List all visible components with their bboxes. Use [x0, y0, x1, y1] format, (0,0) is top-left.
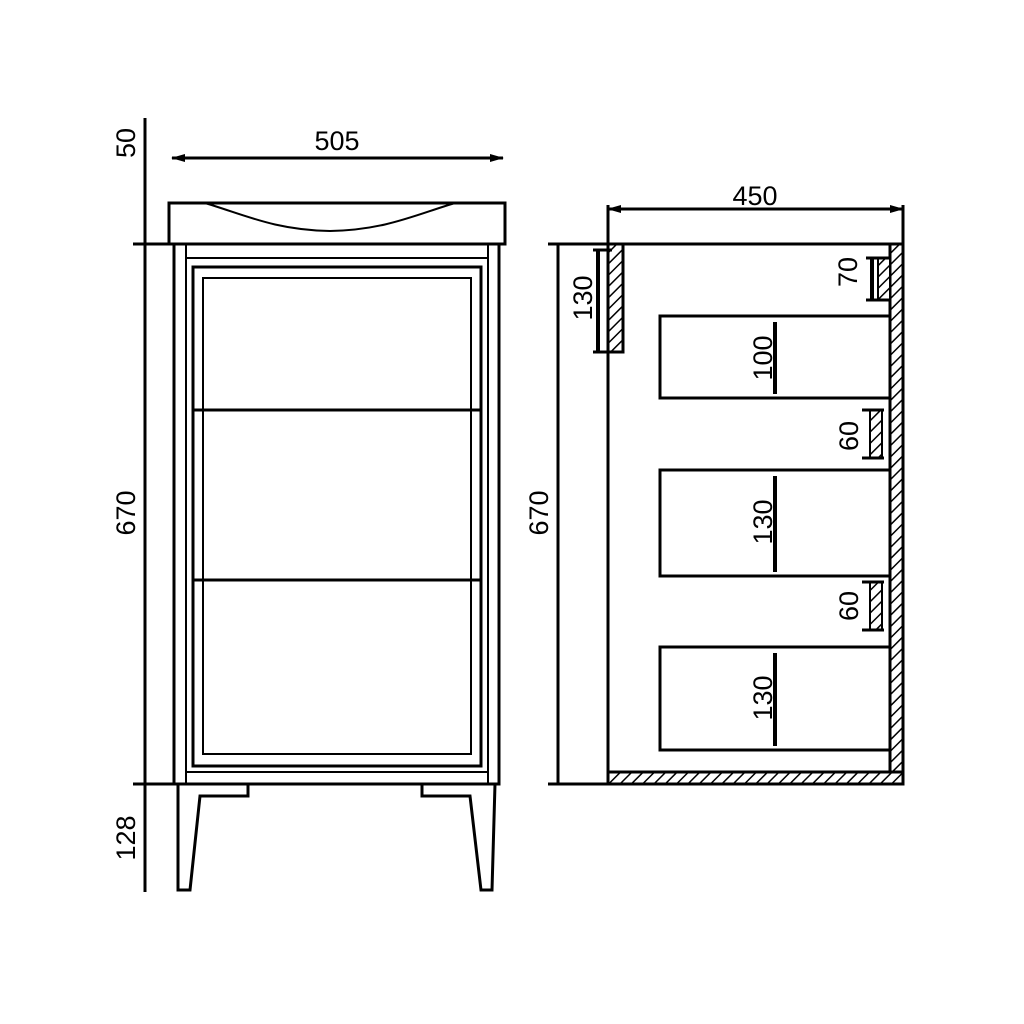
- drawer-3-label: 130: [748, 675, 778, 720]
- leg-right: [420, 783, 497, 892]
- body-height-label: 670: [111, 490, 141, 535]
- drawer-2-label: 130: [748, 499, 778, 544]
- gap1-hatched: [869, 409, 883, 459]
- gap2-hatched: [869, 581, 883, 631]
- door-frame-inner: [202, 277, 472, 755]
- cabinet-body: [172, 242, 501, 786]
- countertop: [167, 201, 507, 246]
- back-notch-label: 130: [568, 275, 598, 320]
- drawer-3-box: [658, 645, 890, 752]
- leg-height-label: 128: [111, 815, 141, 860]
- bottom-panel-hatched: [606, 770, 905, 786]
- side-height-label: 670: [524, 490, 554, 535]
- drawer-1-label: 100: [748, 335, 778, 380]
- gap-2-label: 60: [834, 591, 864, 621]
- back-panel-hatched: [888, 242, 905, 774]
- width-dimension-label: 505: [314, 126, 359, 156]
- front-notch-hatched: [606, 242, 625, 354]
- leg-left: [176, 784, 250, 892]
- side-view: 450 670 130 70 100 60 1: [524, 181, 905, 786]
- back-notch-top-hatched: [877, 257, 891, 301]
- top-gap-label: 70: [833, 257, 863, 287]
- gap-1-label: 60: [834, 421, 864, 451]
- drawer-1-box: [658, 314, 890, 400]
- front-view: 505 50 670 128: [111, 118, 507, 892]
- depth-dimension-label: 450: [732, 181, 777, 211]
- door-frame-outer: [191, 265, 483, 768]
- top-thickness-label: 50: [111, 128, 141, 158]
- basin-curve: [204, 202, 456, 233]
- drawer-2-box: [658, 468, 890, 578]
